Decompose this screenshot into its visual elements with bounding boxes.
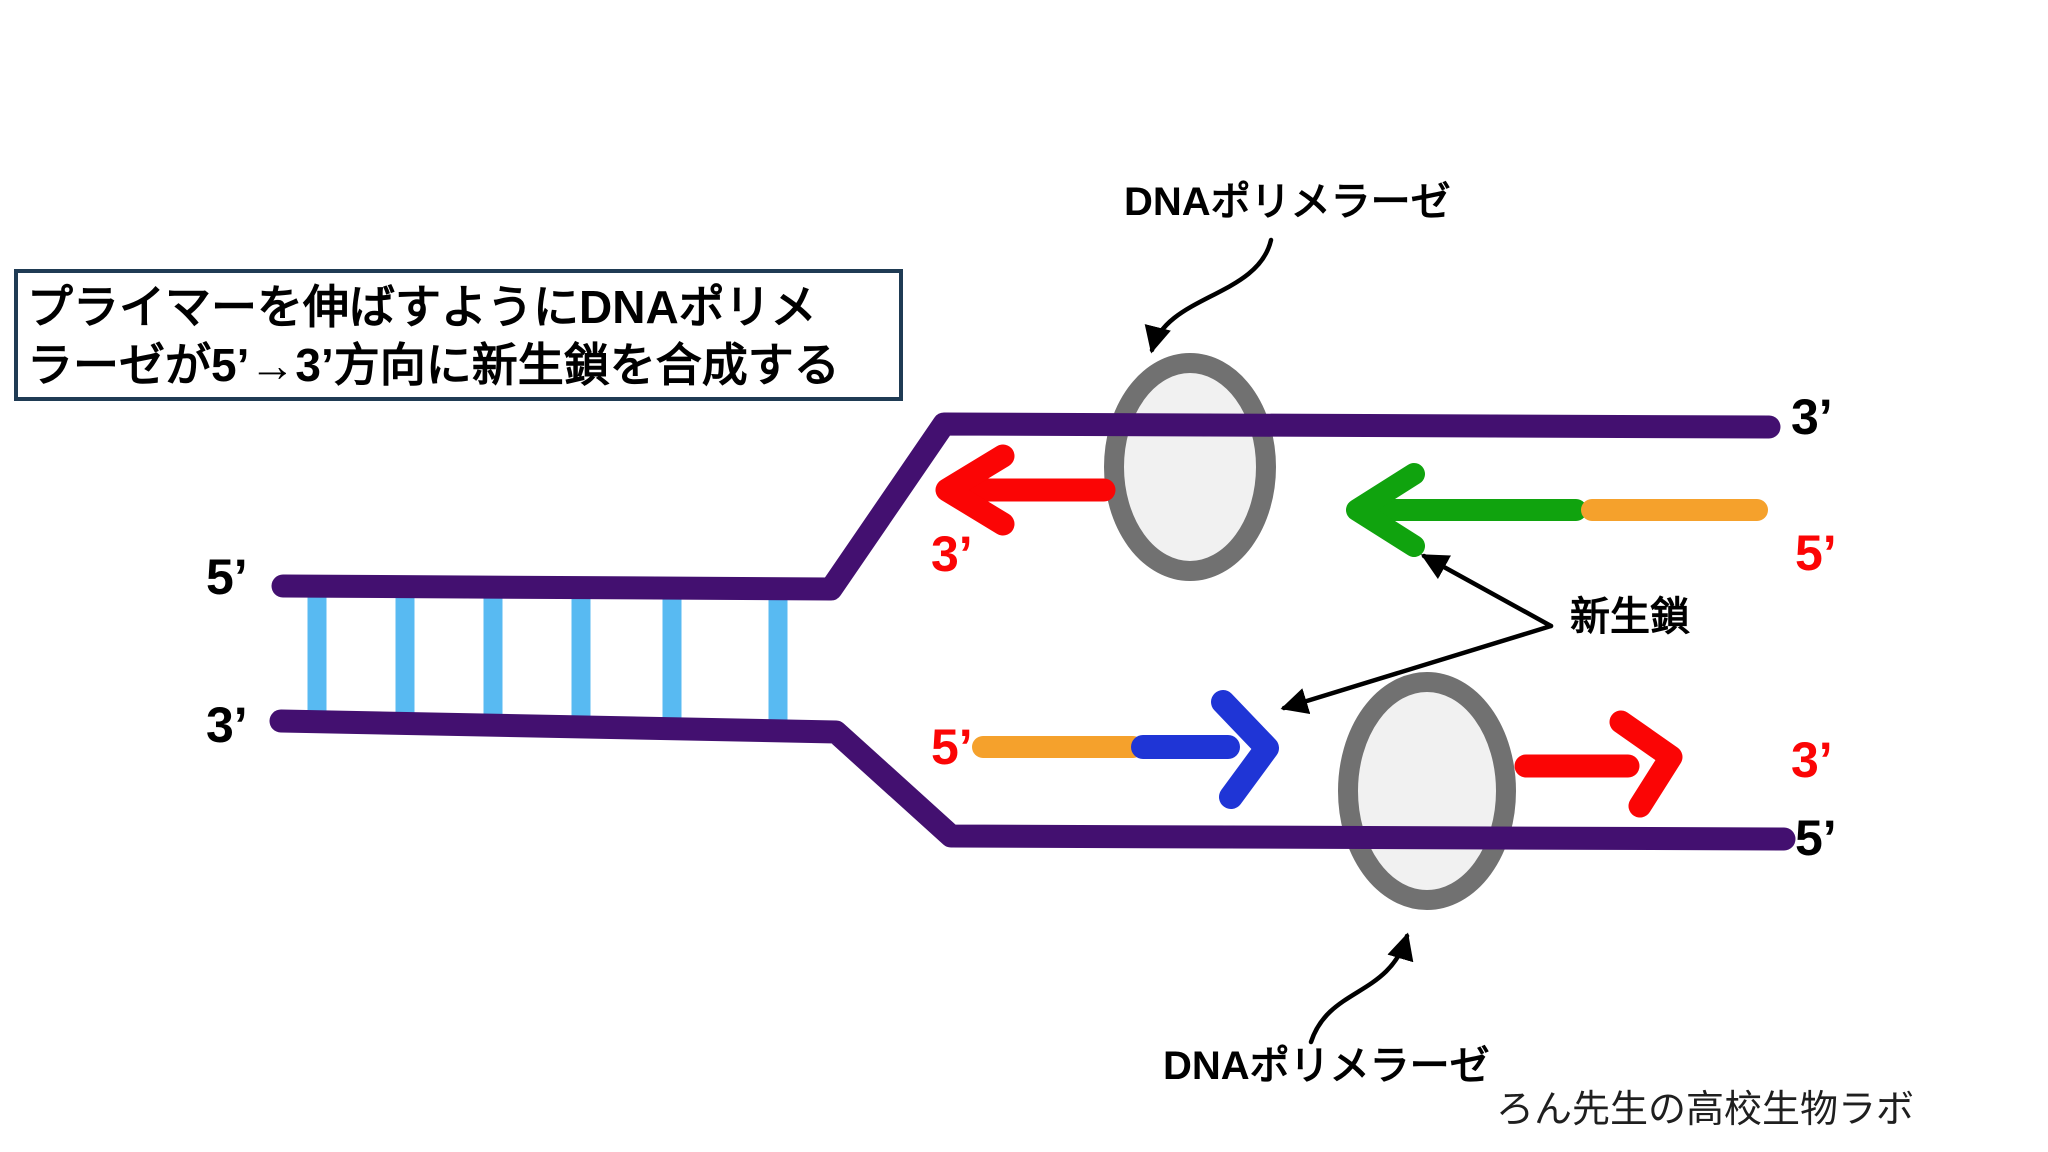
terminal-label-top-right-3prime: 3’ [1791, 389, 1833, 445]
caption-box: プライマーを伸ばすようにDNAポリメ ラーゼが5’→3’方向に新生鎖を合成する [14, 269, 903, 401]
dna-polymerase-top-ellipse [1104, 353, 1276, 581]
template-strand-top [271, 412, 1781, 601]
terminal-label-bottom-right-3prime: 3’ [1791, 732, 1833, 788]
caption-line-2: ラーゼが5’→3’方向に新生鎖を合成する [27, 339, 840, 391]
credit-text: ろん先生の高校生物ラボ [1496, 1089, 1915, 1131]
terminal-label-fork-bottom-5prime: 5’ [931, 719, 973, 775]
dna-polymerase-bottom-ellipse [1338, 672, 1516, 910]
terminal-label-top-right-5prime: 5’ [1795, 525, 1837, 581]
base-pair-rungs [307, 584, 788, 730]
terminal-label-top-left-5prime: 5’ [206, 549, 248, 605]
new-strand-label: 新生鎖 [1570, 595, 1690, 639]
new-strand-green-arrowhead [1346, 463, 1425, 557]
template-strand-bottom [269, 709, 1796, 851]
bottom-polymerase-pointer-arrow [1308, 932, 1414, 1045]
new-strand-top-red-arrowhead [935, 444, 1015, 536]
new-strand-blue-arrowhead [1211, 690, 1279, 809]
terminal-label-bottom-left-3prime: 3’ [206, 697, 248, 753]
new-strand-bottom-red-arrowhead [1609, 710, 1683, 818]
top-polymerase-pointer-arrow [1144, 237, 1274, 354]
bottom-polymerase-label: DNAポリメラーゼ [1163, 1044, 1490, 1088]
caption-line-1: プライマーを伸ばすようにDNAポリメ [27, 281, 817, 333]
new-strand-pointer-arrow-lower [1280, 623, 1554, 715]
top-polymerase-label: DNAポリメラーゼ [1124, 180, 1451, 224]
terminal-label-bottom-right-5prime: 5’ [1795, 810, 1837, 866]
new-strand-pointer-arrow-upper [1420, 553, 1554, 629]
terminal-label-fork-top-3prime: 3’ [931, 526, 973, 582]
